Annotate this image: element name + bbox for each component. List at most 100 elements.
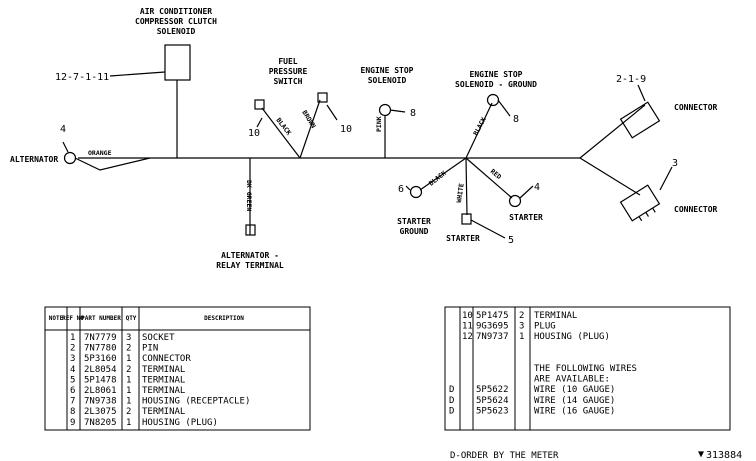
- hdr-qty: QTY: [126, 315, 137, 322]
- ac-clutch-label-line2: COMPRESSOR CLUTCH: [135, 17, 217, 26]
- fuel-switch-label-line2: PRESSURE: [269, 67, 308, 76]
- connector2-label: CONNECTOR: [674, 205, 718, 214]
- wire-black-starter: BLACK: [427, 169, 447, 187]
- wire-brown: BROWN: [300, 109, 317, 130]
- ac-clutch-label-line3: SOLENOID: [157, 27, 196, 36]
- fuel-switch-terminal-right: [317, 92, 328, 103]
- ac-clutch-solenoid: [164, 44, 191, 81]
- table2-cell-part: 9G3695: [476, 322, 509, 332]
- table-cell-qty: 1: [126, 397, 131, 407]
- ref-stop-ground: 8: [513, 114, 519, 125]
- hdr-desc: DESCRIPTION: [204, 315, 244, 322]
- wire-dk-green: DK GREEN: [245, 180, 253, 211]
- table2-cell-part: 5P5623: [476, 406, 509, 416]
- table-cell-qty: 1: [126, 375, 131, 385]
- table-cell-desc: CONNECTOR: [142, 354, 191, 364]
- relay-terminal-label-line1: ALTERNATOR -: [221, 251, 279, 260]
- ref-stop-solenoid: 8: [410, 108, 416, 119]
- connector-1: [619, 101, 661, 139]
- stop-ground-label-line1: ENGINE STOP: [470, 70, 523, 79]
- table2-cell-part: 5P1475: [476, 311, 509, 321]
- table2-cell-note: D: [449, 396, 454, 406]
- ref-connector2: 3: [672, 158, 678, 169]
- table2-cell-desc: WIRE (10 GAUGE): [534, 385, 615, 395]
- table2-cell-desc: WIRE (14 GAUGE): [534, 396, 615, 406]
- table-cell-qty: 1: [126, 418, 131, 428]
- fuel-switch-label-line1: FUEL: [278, 57, 297, 66]
- table-cell-part: 7N9738: [84, 397, 117, 407]
- ref-fuel-right: 10: [340, 124, 352, 135]
- table-cell-desc: SOCKET: [142, 333, 175, 343]
- figure-id: 313884: [706, 450, 742, 461]
- ref-alternator: 4: [60, 124, 66, 135]
- table-cell-qty: 1: [126, 354, 131, 364]
- parts-table: NOTE REF NO PART NUMBER QTY DESCRIPTION …: [44, 306, 311, 431]
- fuel-switch-terminal-left: [254, 99, 265, 110]
- table2-cell-part: 5P5624: [476, 396, 509, 406]
- alternator-terminal: [63, 151, 77, 165]
- stop-ground-label-line2: SOLENOID - GROUND: [455, 80, 537, 89]
- table-cell-part: 2L8054: [84, 365, 117, 375]
- table-cell-ref: 3: [70, 354, 75, 364]
- table2-cell-qty: 1: [519, 332, 524, 342]
- hdr-ref: REF NO: [62, 315, 84, 322]
- table-cell-part: 2L8061: [84, 386, 117, 396]
- ref-starter-term: 4: [534, 182, 540, 193]
- table-cell-qty: 1: [126, 386, 131, 396]
- table-cell-part: 2L3075: [84, 407, 117, 417]
- ac-clutch-label-line1: AIR CONDITIONER: [140, 7, 212, 16]
- table2-cell-desc: THE FOLLOWING WIRES: [534, 364, 637, 374]
- table-cell-desc: HOUSING (PLUG): [142, 418, 218, 428]
- ref-starter-ground: 6: [398, 184, 404, 195]
- stop-solenoid-label-line2: SOLENOID: [368, 76, 407, 85]
- table-cell-part: 5P1478: [84, 375, 117, 385]
- connector1-label: CONNECTOR: [674, 103, 718, 112]
- table2-cell-desc: WIRE (16 GAUGE): [534, 406, 615, 416]
- ref-connector1: 2-1-9: [616, 74, 646, 85]
- starter-ground-terminal: [409, 185, 423, 199]
- table2-cell-qty: 2: [519, 311, 524, 321]
- starter-terminal: [508, 194, 522, 208]
- table-cell-ref: 1: [70, 333, 75, 343]
- bullet-icon: ▼: [698, 449, 704, 460]
- table-cell-desc: TERMINAL: [142, 365, 185, 375]
- starter-terminal-plug: [461, 213, 472, 225]
- table-cell-desc: TERMINAL: [142, 386, 185, 396]
- starter2-label: STARTER: [509, 213, 543, 222]
- stop-solenoid-terminal: [378, 103, 392, 117]
- table-cell-ref: 5: [70, 375, 75, 385]
- table2-cell-ref: 12: [462, 332, 473, 342]
- wire-white: WHITE: [455, 183, 466, 204]
- starter-label: STARTER: [446, 234, 480, 243]
- table2-cell-desc: HOUSING (PLUG): [534, 332, 610, 342]
- hdr-part: PART NUMBER: [81, 315, 121, 322]
- table-cell-desc: TERMINAL: [142, 375, 185, 385]
- table-cell-part: 7N7779: [84, 333, 117, 343]
- table2-cell-qty: 3: [519, 322, 524, 332]
- table-cell-ref: 8: [70, 407, 75, 417]
- ref-starter-bottom: 5: [508, 235, 514, 246]
- fuel-switch-label-line3: SWITCH: [274, 77, 303, 86]
- relay-terminal-connector: [245, 224, 256, 236]
- table-cell-ref: 4: [70, 365, 75, 375]
- table-cell-part: 7N7780: [84, 344, 117, 354]
- table-cell-part: 5P3160: [84, 354, 117, 364]
- footnote: D-ORDER BY THE METER: [450, 451, 559, 461]
- table2-cell-desc: PLUG: [534, 322, 556, 332]
- table-cell-ref: 2: [70, 344, 75, 354]
- wire-black-fuel: BLACK: [274, 116, 292, 136]
- table2-cell-desc: TERMINAL: [534, 311, 577, 321]
- table-cell-ref: 9: [70, 418, 75, 428]
- table-cell-desc: PIN: [142, 344, 158, 354]
- stop-solenoid-label-line1: ENGINE STOP: [361, 66, 414, 75]
- table-cell-desc: TERMINAL: [142, 407, 185, 417]
- table2-cell-ref: 11: [462, 322, 473, 332]
- ref-fuel-left: 10: [248, 128, 260, 139]
- starter-ground-label-line1: STARTER: [397, 217, 431, 226]
- wire-black-ground: BLACK: [472, 116, 488, 137]
- table-cell-ref: 7: [70, 397, 75, 407]
- hdr-note: NOTE: [49, 315, 64, 322]
- table-cell-qty: 2: [126, 407, 131, 417]
